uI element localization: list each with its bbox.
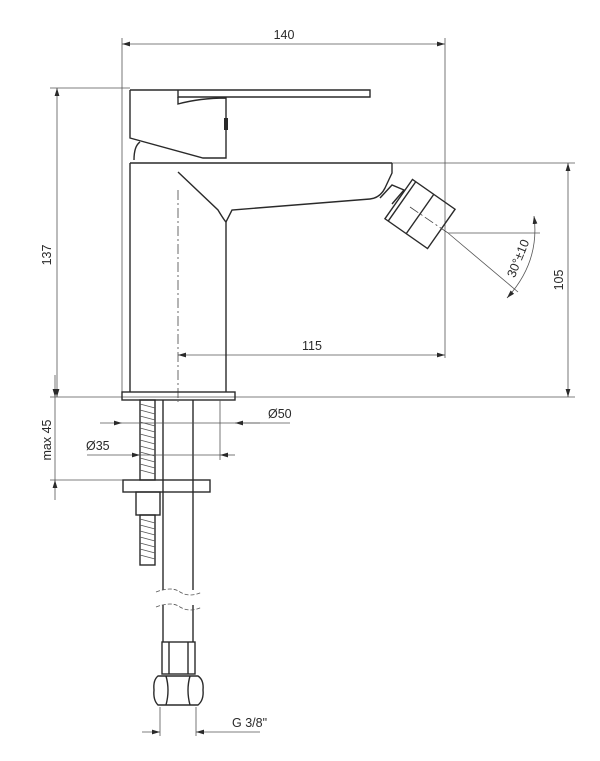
mounting-hardware (122, 399, 211, 706)
dimension-hole-diameter-label: Ø35 (86, 439, 110, 453)
dimension-angle: 30°±10 (447, 215, 540, 299)
dimension-width: 140 (122, 28, 445, 47)
dimension-height-label: 137 (40, 245, 54, 266)
dimension-width-label: 140 (274, 28, 295, 42)
extension-lines (50, 38, 575, 481)
dimension-max-thickness-label: max 45 (40, 419, 54, 460)
dimension-reach-label: 115 (302, 339, 322, 353)
dimension-connection: G 3/8" (142, 707, 267, 736)
dimension-reach: 115 (178, 339, 445, 358)
dimension-hole-diameter: Ø35 (86, 439, 235, 458)
faucet-body (121, 89, 457, 402)
dimension-base-diameter: Ø50 (100, 400, 292, 460)
dimension-angle-label: 30°±10 (504, 237, 532, 279)
dimension-connection-label: G 3/8" (232, 716, 267, 730)
dimension-spout-height: 105 (552, 163, 571, 397)
dimension-base-diameter-label: Ø50 (268, 407, 292, 421)
dimension-spout-height-label: 105 (552, 270, 566, 291)
dimension-height: 137 (40, 88, 60, 397)
dimension-max-thickness: max 45 (40, 375, 58, 500)
